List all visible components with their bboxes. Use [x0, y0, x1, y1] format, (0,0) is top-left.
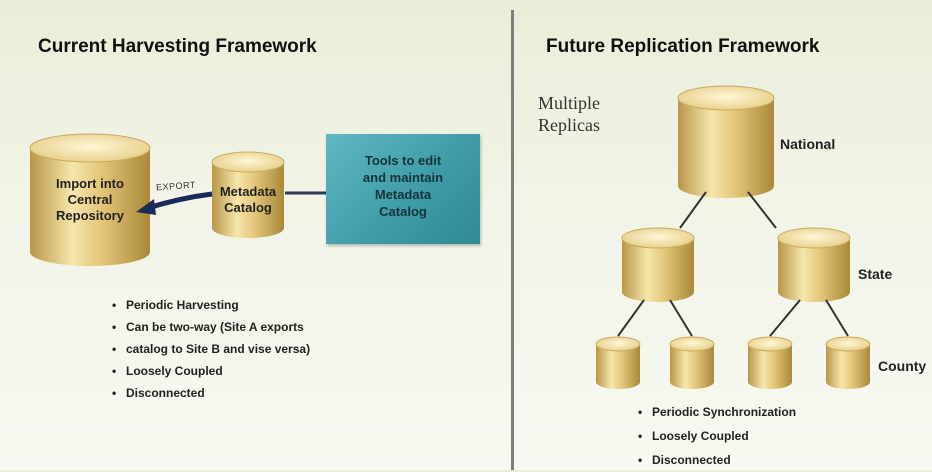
- metadata-catalog-cylinder: [211, 151, 285, 238]
- national-cylinder: [677, 85, 775, 198]
- multiple-replicas-label: Multiple Replicas: [538, 92, 600, 136]
- state-cylinder: [777, 227, 851, 302]
- replicas-line: Replicas: [538, 115, 600, 135]
- bullet-item: Can be two-way (Site A exports: [112, 316, 432, 338]
- county-cylinder: [595, 336, 641, 389]
- tree-line: [669, 299, 693, 337]
- tools-line: and maintain: [362, 170, 444, 185]
- replicas-line: Multiple: [538, 93, 600, 113]
- tools-line: Tools to edit: [364, 153, 442, 168]
- tools-line: Metadata: [374, 187, 432, 202]
- bullet-item: Loosely Coupled: [638, 424, 932, 448]
- tools-text: Tools to edit and maintain Metadata Cata…: [326, 152, 480, 220]
- county-cylinder: [669, 336, 715, 389]
- repository-cylinder: [29, 133, 151, 266]
- tools-line: Catalog: [379, 204, 427, 219]
- bullet-item: Loosely Coupled: [112, 360, 432, 382]
- tree-line: [617, 299, 645, 337]
- bullet-item: Periodic Harvesting: [112, 294, 432, 316]
- bullet-item: Periodic Synchronization: [638, 400, 932, 424]
- right-panel-title: Future Replication Framework: [546, 36, 820, 57]
- tree-line: [747, 191, 777, 229]
- metadata-catalog-label: Metadata Catalog: [212, 184, 284, 216]
- national-label: National: [780, 136, 836, 152]
- panel-divider: [511, 10, 514, 470]
- catalog-label-line: Catalog: [224, 200, 272, 215]
- repository-label-line: Repository: [56, 208, 124, 223]
- repository-label: Import into Central Repository: [32, 176, 148, 224]
- county-cylinder: [747, 336, 793, 389]
- bullet-item-continuation: catalog to Site B and vise versa): [112, 338, 432, 360]
- county-cylinder: [825, 336, 871, 389]
- tree-line: [679, 191, 707, 229]
- county-label: County: [878, 358, 927, 374]
- export-arrow: [136, 191, 213, 215]
- repository-label-line: Import into: [56, 176, 124, 191]
- catalog-label-line: Metadata: [219, 184, 277, 199]
- tree-line: [825, 299, 849, 337]
- tree-line: [769, 299, 801, 337]
- state-label: State: [858, 266, 893, 282]
- future-replication-panel: Future Replication Framework Multiple Re…: [516, 0, 932, 472]
- replication-bullet-list: Periodic Synchronization Loosely Coupled…: [638, 400, 932, 472]
- repository-label-line: Central: [67, 192, 113, 207]
- current-harvesting-panel: Current Harvesting Framework Import into…: [0, 0, 512, 470]
- left-panel-title: Current Harvesting Framework: [38, 36, 317, 57]
- harvesting-bullet-list: Periodic Harvesting Can be two-way (Site…: [112, 294, 432, 404]
- export-label: EXPORT: [155, 179, 197, 193]
- tools-box: Tools to edit and maintain Metadata Cata…: [326, 134, 480, 244]
- bullet-item: Disconnected: [112, 382, 432, 404]
- bullet-item: Disconnected: [638, 448, 932, 472]
- state-cylinder: [621, 227, 695, 302]
